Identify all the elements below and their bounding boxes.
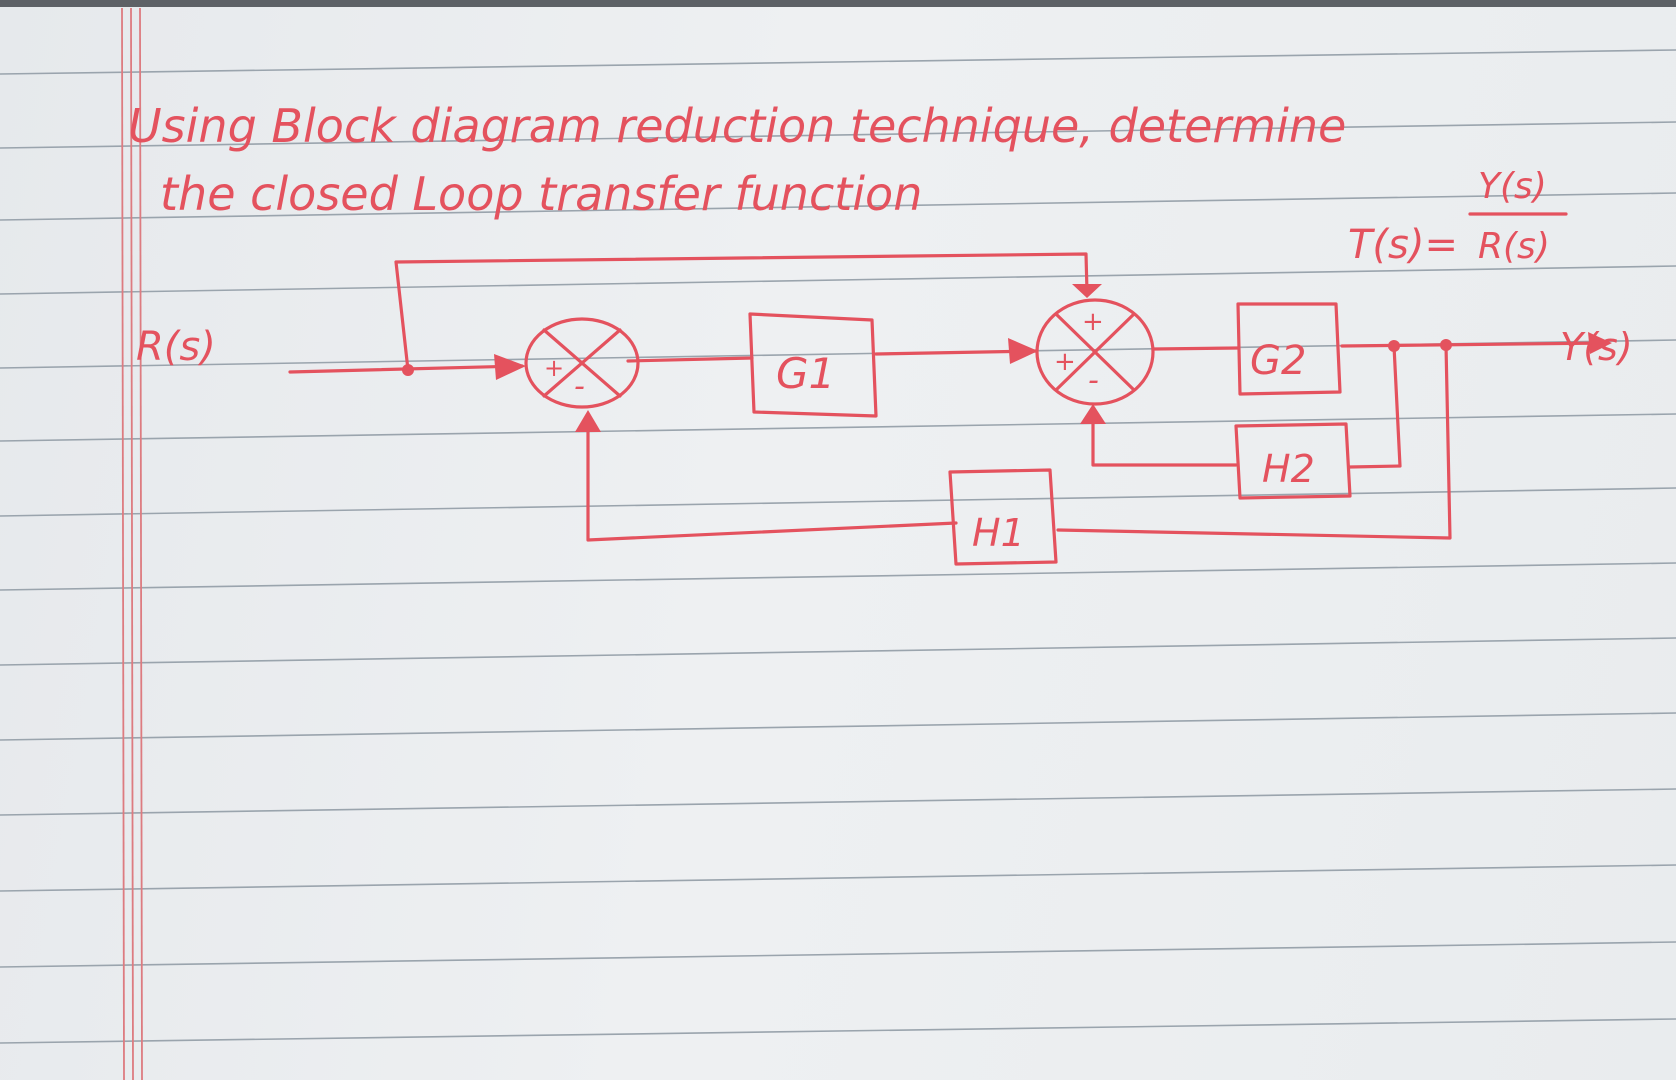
block-g2: G2 (1236, 302, 1342, 396)
transfer-function-lhs: T(s)= (1348, 222, 1458, 268)
sj2-bottom-minus-sign: - (1088, 363, 1099, 398)
block-h2-label: H2 (1262, 447, 1315, 491)
transfer-function-numerator: Y(s) (1478, 166, 1547, 207)
block-g1: G1 (748, 312, 878, 418)
signal-wires (288, 252, 1610, 542)
input-signal-label: R(s) (136, 324, 216, 370)
summing-junction-1: + - (524, 317, 640, 409)
sj2-top-plus-sign: + (1082, 307, 1104, 337)
margin-lines (121, 7, 143, 1080)
question-line-2: the closed Loop transfer function (160, 167, 922, 221)
sj2-left-plus-sign: + (1054, 347, 1076, 377)
block-h1: H1 (948, 468, 1058, 566)
block-h1-label: H1 (972, 511, 1025, 555)
block-g1-label: G1 (776, 349, 835, 398)
sj1-minus-sign: - (574, 369, 585, 404)
summing-junction-2: + + - (1035, 298, 1155, 406)
screen-edge (0, 0, 1676, 7)
block-g2-label: G2 (1250, 338, 1306, 384)
block-h2: H2 (1234, 422, 1352, 500)
transfer-function-denominator: R(s) (1478, 226, 1550, 267)
question-line-1: Using Block diagram reduction technique,… (128, 99, 1346, 153)
take-off-points (402, 339, 1452, 376)
sj1-plus-sign: + (544, 354, 564, 382)
output-signal-label: Y(s) (1560, 325, 1633, 369)
arrowheads (494, 284, 1612, 432)
